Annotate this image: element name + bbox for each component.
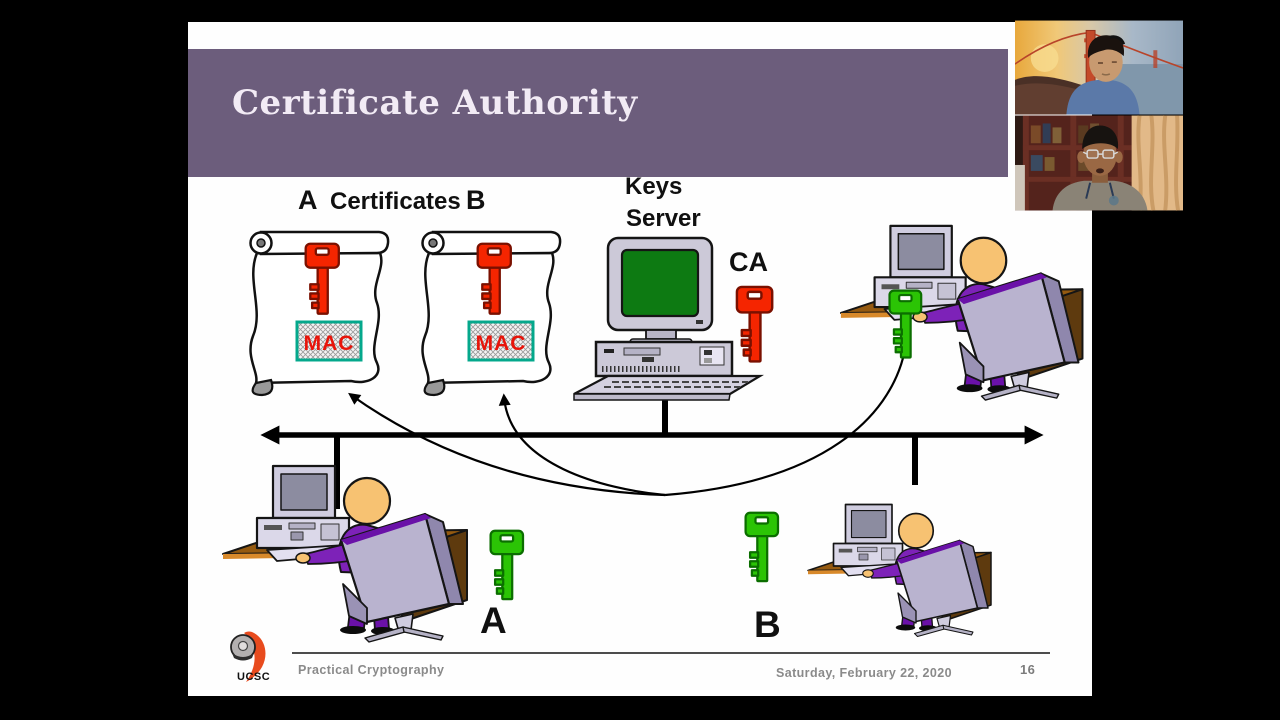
- green-key-icon-b: [744, 511, 780, 583]
- presenter-face: [1083, 134, 1117, 176]
- presenter-shirt: [1052, 180, 1148, 211]
- presenter-face: [1089, 42, 1123, 82]
- presenter-hair: [1082, 125, 1119, 150]
- bookshelf-webcam-scene: [1015, 115, 1183, 211]
- sunglasses-icon: [1109, 35, 1126, 45]
- mac-label: MAC: [304, 332, 355, 355]
- footer-divider: [292, 652, 1050, 654]
- certificate-a-label: A: [298, 185, 318, 215]
- footer-page-number: 16: [1020, 662, 1036, 677]
- slide-title-banner: Certificate Authority: [188, 49, 1008, 177]
- ucsc-logo-text: UCSC: [237, 671, 270, 683]
- golden-gate-webcam-scene: [1015, 20, 1183, 115]
- arrow-from-green-key: [664, 357, 905, 497]
- top-right-workstation: [839, 224, 1084, 402]
- server-label: Server: [626, 205, 701, 232]
- certificates-label: Certificates: [330, 188, 461, 215]
- arrow-to-certificate-a: [348, 392, 666, 497]
- presenter-shirt: [1066, 79, 1140, 115]
- glasses-icon: [1082, 149, 1119, 159]
- page-title: Certificate Authority: [232, 83, 638, 123]
- user-a-workstation: [221, 464, 469, 644]
- mac-badge: [467, 320, 535, 362]
- arrow-to-certificate-b: [498, 393, 666, 497]
- ca-diagram: MAC MAC: [221, 224, 1084, 644]
- user-b-workstation: [807, 503, 992, 638]
- user-a-key-label: A: [480, 600, 507, 641]
- participant-video-top[interactable]: [1015, 20, 1183, 115]
- user-b-key-label: B: [754, 604, 781, 645]
- mac-badge: [295, 320, 363, 362]
- mac-label: MAC: [476, 332, 527, 355]
- keys-label: Keys: [625, 173, 683, 200]
- ca-label: CA: [729, 247, 768, 277]
- certificate-a-scroll: MAC: [249, 230, 390, 397]
- footer-date: Saturday, February 22, 2020: [776, 666, 952, 680]
- ca-key-icon: [735, 285, 774, 363]
- certificate-b-scroll: MAC: [421, 230, 562, 397]
- presentation-slide: Certificate Authority: [188, 22, 1092, 696]
- certificate-b-label: B: [466, 185, 486, 215]
- presenter-hair: [1087, 35, 1125, 59]
- green-key-icon-top-right: [888, 289, 923, 359]
- sunset-glow: [1030, 44, 1059, 72]
- footer-course-title: Practical Cryptography: [298, 663, 445, 677]
- ucsc-logo: UCSC: [230, 631, 270, 683]
- green-key-icon-a: [489, 529, 525, 601]
- participant-video-bottom[interactable]: [1015, 115, 1183, 211]
